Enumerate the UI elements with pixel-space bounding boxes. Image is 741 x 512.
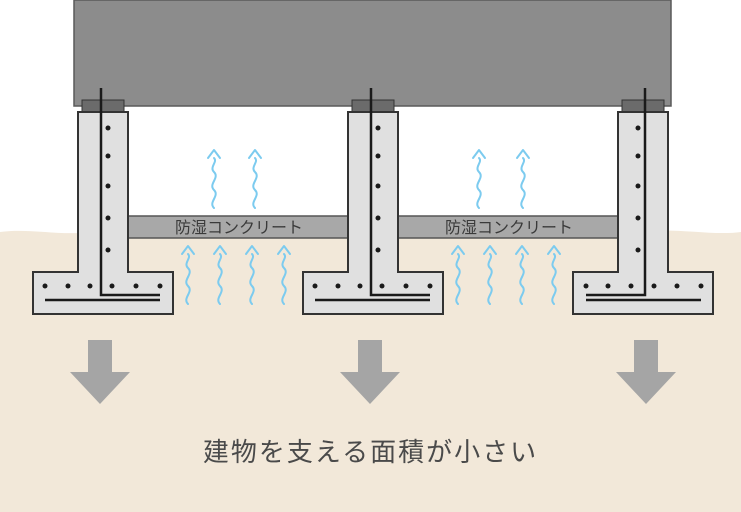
down-arrow-icon — [70, 340, 130, 404]
sill-plate-left — [81, 99, 125, 113]
sill-plate-middle — [351, 99, 395, 113]
rebar-middle — [315, 88, 430, 302]
moisture-wave-icon — [520, 157, 526, 209]
moisture-waves-upper — [207, 149, 530, 209]
moisture-wave-icon — [211, 157, 217, 209]
down-arrow-icon — [616, 340, 676, 404]
footing-right — [572, 111, 714, 315]
moisture-concrete-label-right: 防湿コンクリート — [445, 218, 573, 237]
rebar-dots — [42, 125, 704, 289]
caption-text: 建物を支える面積が小さい — [202, 438, 539, 468]
building-body — [73, 0, 672, 107]
footing-left — [32, 111, 174, 315]
footing-middle — [302, 111, 444, 315]
down-arrow-icon — [340, 340, 400, 404]
sill-plate-right — [621, 99, 665, 113]
moisture-waves-lower — [181, 245, 561, 305]
moisture-concrete-label-left: 防湿コンクリート — [175, 218, 303, 237]
rebar-right — [586, 88, 701, 302]
moisture-wave-icon — [252, 157, 258, 209]
moisture-wave-icon — [476, 157, 482, 209]
rebar-left — [45, 88, 160, 302]
